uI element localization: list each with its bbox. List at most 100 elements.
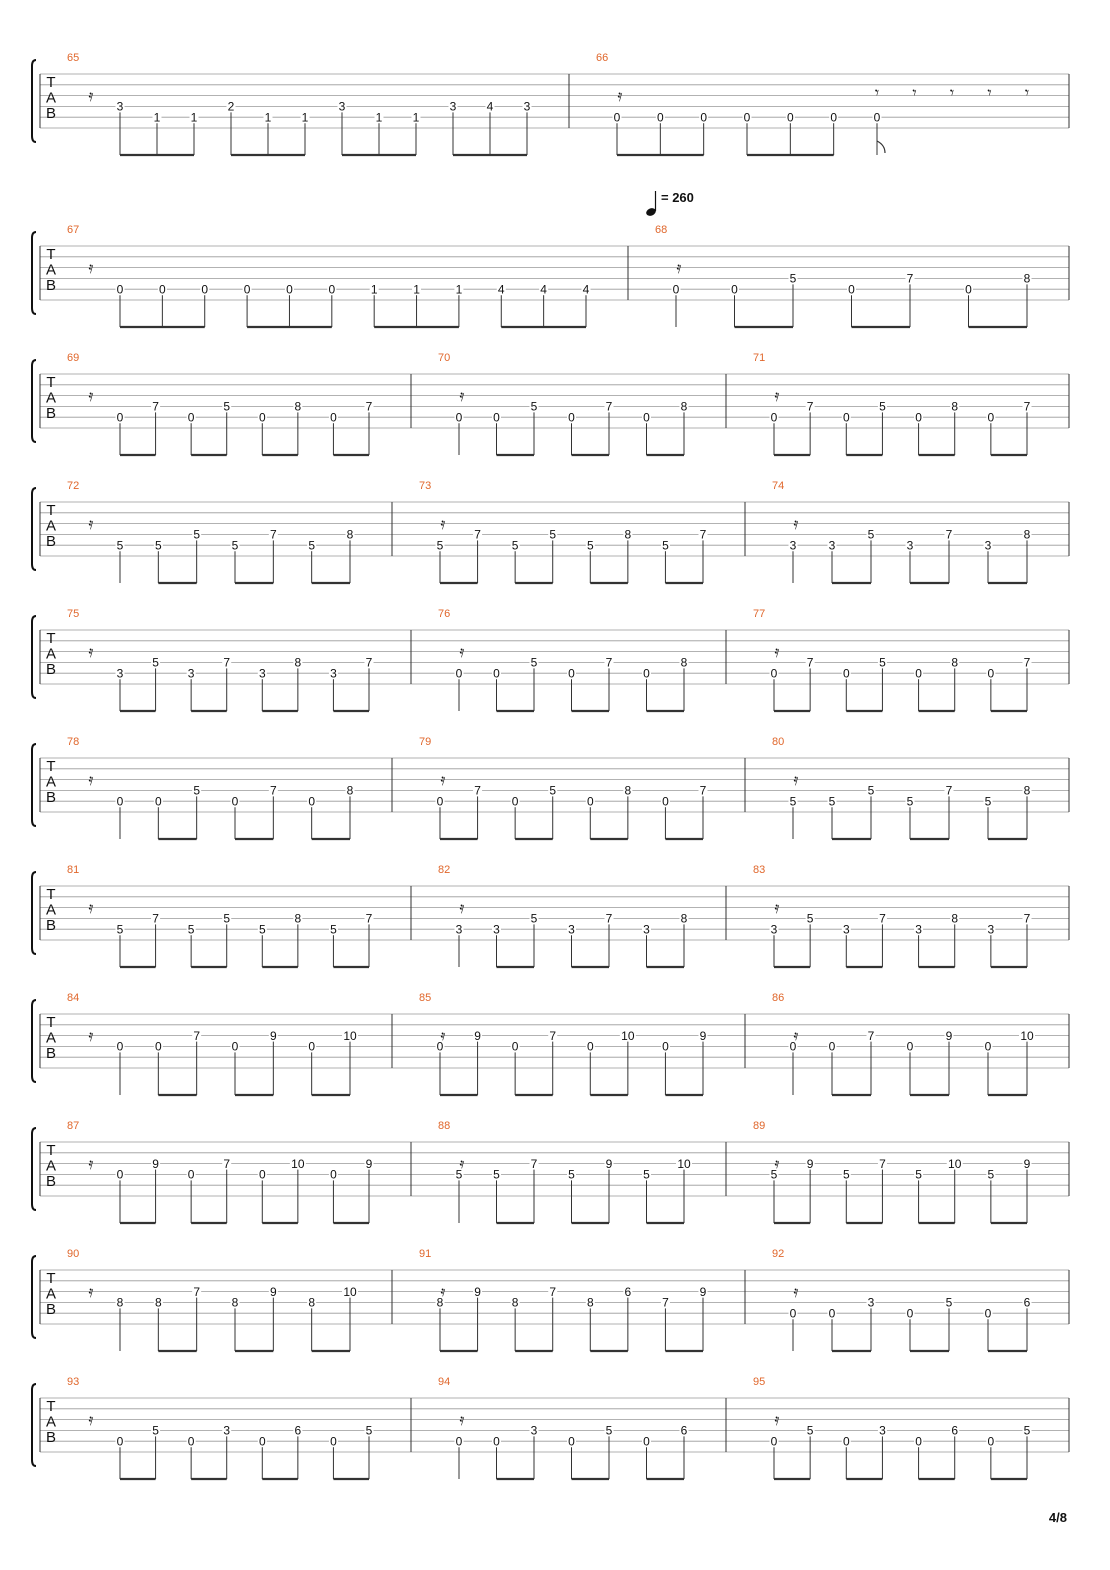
fret-number: 9 — [152, 1157, 159, 1171]
fret-mask — [435, 795, 445, 808]
fret-mask — [369, 283, 379, 296]
fret-mask — [567, 411, 576, 424]
fret-mask — [944, 1029, 954, 1042]
tab-clef-letter: B — [46, 277, 56, 294]
fret-number: 3 — [829, 538, 836, 552]
fret-number: 7 — [879, 912, 886, 926]
fret-number: 7 — [193, 1029, 200, 1043]
sixteenth-rest-icon: 𝄿 — [89, 386, 94, 405]
fret-mask — [115, 1296, 125, 1309]
sixteenth-rest-icon: 𝄿 — [89, 898, 94, 917]
fret-mask — [222, 400, 232, 413]
fret-mask — [115, 539, 125, 552]
fret-mask — [529, 1424, 539, 1437]
fret-number: 5 — [456, 1168, 463, 1182]
fret-mask — [567, 1168, 576, 1181]
measure-number: 72 — [67, 480, 79, 492]
fret-number: 3 — [907, 538, 914, 552]
measure-number: 65 — [67, 52, 79, 64]
fret-number: 7 — [366, 656, 373, 670]
fret-number: 3 — [988, 922, 995, 936]
fret-mask — [847, 283, 856, 296]
fret-mask — [905, 795, 915, 808]
fret-number: 5 — [152, 656, 159, 670]
fret-number: 7 — [807, 656, 814, 670]
measure-number: 89 — [753, 1120, 765, 1132]
fret-number: 0 — [744, 110, 751, 124]
fret-number: 8 — [295, 656, 302, 670]
tab-clef-letter: A — [46, 90, 56, 107]
fret-number: 7 — [700, 528, 707, 542]
measure-number: 78 — [67, 736, 79, 748]
fret-mask — [257, 1435, 267, 1448]
fret-number: 7 — [193, 1285, 200, 1299]
fret-mask — [151, 1157, 161, 1170]
fret-mask — [655, 111, 665, 124]
fret-number: 0 — [988, 410, 995, 424]
tab-clef-letter: A — [46, 1030, 56, 1047]
measure-number: 67 — [67, 224, 79, 236]
fret-mask — [328, 923, 338, 936]
fret-number: 7 — [366, 912, 373, 926]
fret-mask — [950, 1424, 960, 1437]
fret-mask — [866, 1296, 876, 1309]
tab-clef-letter: B — [46, 917, 56, 934]
fret-number: 9 — [474, 1285, 481, 1299]
fret-mask — [866, 784, 876, 797]
fret-number: 8 — [1024, 272, 1031, 286]
fret-mask — [364, 1424, 374, 1437]
fret-number: 5 — [531, 400, 538, 414]
fret-number: 0 — [673, 282, 680, 296]
fret-number: 9 — [270, 1285, 277, 1299]
fret-mask — [986, 1435, 996, 1448]
fret-number: 7 — [606, 656, 613, 670]
fret-number: 8 — [308, 1296, 315, 1310]
fret-mask — [307, 795, 317, 808]
fret-mask — [522, 100, 532, 113]
fret-mask — [769, 1435, 779, 1448]
fret-number: 0 — [915, 1434, 922, 1448]
fret-mask — [230, 1040, 240, 1053]
tab-clef-letter: B — [46, 405, 56, 422]
measure-number: 69 — [67, 352, 79, 364]
tab-clef-letter: T — [46, 630, 55, 647]
fret-number: 5 — [879, 656, 886, 670]
fret-number: 5 — [907, 794, 914, 808]
fret-number: 10 — [677, 1157, 691, 1171]
fret-number: 0 — [568, 1434, 575, 1448]
fret-number: 3 — [493, 922, 500, 936]
fret-number: 3 — [223, 1424, 230, 1438]
fret-mask — [345, 528, 355, 541]
fret-mask — [698, 784, 708, 797]
fret-number: 0 — [829, 1040, 836, 1054]
fret-number: 8 — [951, 912, 958, 926]
fret-number: 0 — [330, 410, 337, 424]
fret-mask — [827, 539, 837, 552]
fret-number: 5 — [152, 1424, 159, 1438]
fret-mask — [328, 411, 338, 424]
sixteenth-rest-icon: 𝄿 — [794, 514, 799, 533]
fret-mask — [805, 1424, 815, 1437]
fret-mask — [914, 1168, 924, 1181]
eighth-rest-icon: 𝄾 — [950, 83, 954, 102]
fret-mask — [230, 1296, 240, 1309]
fret-mask — [581, 283, 591, 296]
fret-number: 0 — [787, 110, 794, 124]
fret-number: 1 — [376, 110, 383, 124]
fret-number: 1 — [154, 110, 161, 124]
fret-mask — [785, 111, 795, 124]
fret-number: 5 — [606, 1424, 613, 1438]
fret-number: 10 — [343, 1285, 357, 1299]
fret-number: 0 — [308, 794, 315, 808]
fret-mask — [257, 923, 267, 936]
system-brace — [31, 1127, 37, 1211]
